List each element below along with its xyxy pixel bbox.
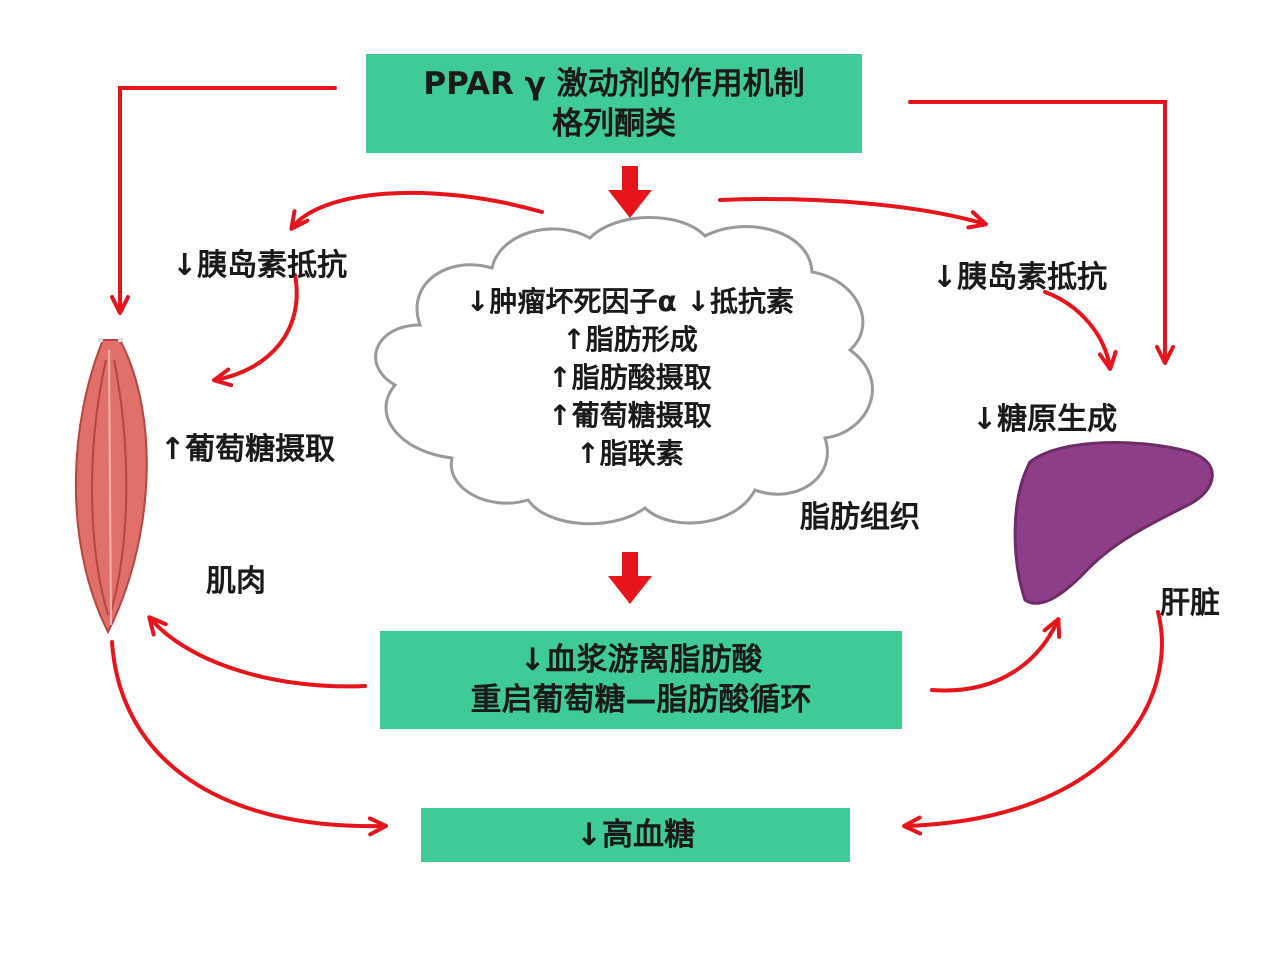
arrow-midbox-to-muscle xyxy=(147,615,367,689)
muscle-insulin-resistance-label: ↓胰岛素抵抗 xyxy=(172,248,348,283)
liver-glycogenesis-label: ↓糖原生成 xyxy=(972,402,1118,437)
arrows xyxy=(110,86,1175,837)
liver-insulin-resistance-label: ↓胰岛素抵抗 xyxy=(932,260,1108,295)
title-line2: 格列酮类 xyxy=(552,105,676,142)
arrow-liver-to-hyperglycemia xyxy=(902,610,1164,836)
liver-label: 肝脏 xyxy=(1160,586,1220,621)
adipose-effect-5: ↑脂联素 xyxy=(576,437,684,470)
arrow-cloud-to-liver-insulin xyxy=(718,197,988,230)
muscle-label: 肌肉 xyxy=(206,564,266,599)
adipose-effect-4: ↑葡萄糖摄取 xyxy=(548,399,712,432)
title-box: PPAR γ 激动剂的作用机制 格列酮类 xyxy=(366,54,862,153)
adipose-cloud xyxy=(374,216,874,526)
title-line1: PPAR γ 激动剂的作用机制 xyxy=(423,65,805,102)
adipose-effect-1: ↓肿瘤坏死因子α ↓抵抗素 xyxy=(466,285,794,318)
arrow-cloud-to-muscle-insulin xyxy=(289,190,544,231)
arrow-midbox-to-liver xyxy=(930,617,1062,693)
liver-illustration xyxy=(1013,441,1214,605)
down-arrow-to-cloud xyxy=(608,166,652,218)
arrow-top-to-liver xyxy=(908,100,1175,365)
muscle-illustration xyxy=(74,338,148,635)
arrow-insulin-to-glucose-uptake xyxy=(212,273,299,388)
arrow-liver-insulin-to-glycogen xyxy=(1043,290,1118,371)
adipose-effect-2: ↑脂肪形成 xyxy=(562,323,698,356)
hyperglycemia-text: ↓高血糖 xyxy=(576,817,695,853)
muscle-glucose-uptake-label: ↑葡萄糖摄取 xyxy=(160,432,336,467)
ffa-line2: 重启葡萄糖—脂肪酸循环 xyxy=(470,682,812,718)
hyperglycemia-box: ↓高血糖 xyxy=(421,808,850,862)
ffa-box: ↓血浆游离脂肪酸 重启葡萄糖—脂肪酸循环 xyxy=(380,631,902,729)
ffa-line1: ↓血浆游离脂肪酸 xyxy=(519,642,763,678)
adipose-tissue-label: 脂肪组织 xyxy=(800,500,920,535)
adipose-effect-3: ↑脂肪酸摄取 xyxy=(548,361,712,394)
arrow-top-to-muscle xyxy=(110,86,337,315)
arrow-muscle-to-hyperglycemia xyxy=(110,640,388,837)
down-arrow-to-midbox xyxy=(608,552,652,604)
adipose-effects: ↓肿瘤坏死因子α ↓抵抗素 ↑脂肪形成 ↑脂肪酸摄取 ↑葡萄糖摄取 ↑脂联素 xyxy=(400,283,860,473)
